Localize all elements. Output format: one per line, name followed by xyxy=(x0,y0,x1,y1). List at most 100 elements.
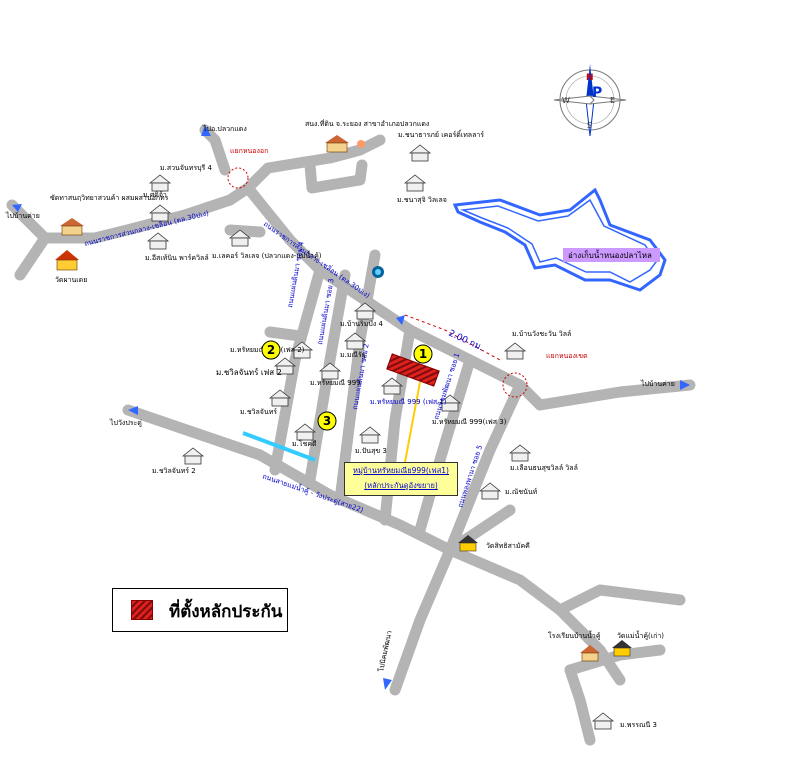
house-icon xyxy=(228,229,252,247)
compass-east: E xyxy=(610,96,615,105)
place-lake-view: ม.เลคอร์ วิลเลจ (ปลวกแดง-แม่น้ำคู้) xyxy=(212,249,322,260)
land-office-icon xyxy=(325,135,365,153)
road-label-to-bankai: ไปบ้านค่าย xyxy=(5,211,40,220)
place-harmony-999: ม.หรัหยมณี 999 xyxy=(310,379,361,387)
marker-3-label: 3 xyxy=(323,414,331,428)
road-label-to-pluak-daeng: ไปอ.ปลวกแดง xyxy=(202,124,247,133)
road-east-vertical xyxy=(444,379,526,556)
house-icon xyxy=(148,204,172,222)
svg-text:P: P xyxy=(592,85,602,101)
road-label-to-wangprachu: ไปวังประดู่ xyxy=(109,418,142,427)
house-icon xyxy=(343,332,367,350)
road-label-soi-1: ถนนแผ่นดินมา ซอย 4 xyxy=(286,240,306,308)
place-land-office: สนง.ที่ดิน จ.ระยอง สาขาอำเภอปลวกแดง xyxy=(305,119,429,128)
house-icon xyxy=(293,423,317,441)
road-soi-1 xyxy=(269,264,326,476)
house-icon xyxy=(403,174,427,192)
road-diagonal xyxy=(242,182,696,411)
house-icon xyxy=(273,357,297,375)
house-icon xyxy=(438,394,462,412)
distance-line xyxy=(404,314,501,361)
place-ban-rim-bueng: ม.บ้านริมบึง 4 xyxy=(340,319,383,328)
road-soi-block xyxy=(304,159,368,194)
place-sadet: ม.ศดิจ้า xyxy=(143,191,167,199)
place-chawin-2: ม.ชวิลจันทร์ เฟส 2 xyxy=(216,367,282,377)
compass-rose: N S E W P xyxy=(553,64,627,137)
house-icon xyxy=(290,341,314,359)
place-chotchuang: ม.โชคดี xyxy=(292,439,317,448)
numbered-markers: 1 2 3 xyxy=(261,340,433,431)
place-wat-mae-nam: วัดแม่น้ำคู้(เก่า) xyxy=(617,629,664,640)
house-icon xyxy=(268,389,292,407)
house-icon xyxy=(353,302,377,320)
compass-south: S xyxy=(587,121,592,130)
junction-marker-2 xyxy=(502,372,528,398)
landmark-icons xyxy=(55,135,632,662)
house-icon xyxy=(181,447,205,465)
place-hospital: ซัดทาสนฤวิทยาสวนค้า ผสมผสานอกทร xyxy=(50,194,169,202)
callout-line-1: หมู่บ้านหรัหยมณีย999(เฟส1) xyxy=(353,466,449,475)
place-ban-wang: ม.บ้านวังชะวัน วิลล์ xyxy=(512,330,571,338)
road-label-to-nikhom: ไปนิคมพัฒนา xyxy=(376,630,394,674)
gas-station-icon xyxy=(372,266,384,278)
collateral-site xyxy=(386,353,440,387)
place-temple-left: วัดผานเดย xyxy=(55,276,87,284)
road-label-main-north: ถนนราชการส่วนกลาง-เชลิ่อน (ตล.30ปเง) xyxy=(83,208,210,248)
marker-1 xyxy=(413,344,433,364)
road-west-left xyxy=(14,232,51,281)
road-arrows xyxy=(12,125,690,690)
road-west-stub xyxy=(224,224,266,238)
house-icon xyxy=(478,482,502,500)
house-icon xyxy=(503,342,527,360)
place-chawin-west: ม.ชวิลจันทร์ 2 xyxy=(152,467,196,475)
place-harmony-3: ม.หรัหยมณี 999(เฟส 3) xyxy=(432,418,507,426)
road-south-loop xyxy=(554,584,686,616)
house-icons xyxy=(146,144,615,730)
wat-sitthi-icon xyxy=(458,535,478,552)
road-main-north xyxy=(6,134,386,244)
house-icon xyxy=(508,444,532,462)
map-legend: ที่ตั้งหลักประกัน xyxy=(112,588,288,632)
road-southeast xyxy=(389,504,516,696)
reservoir-label: อ่างเก็บน้ำหนองปลาไหล xyxy=(568,249,652,260)
compass-west: W xyxy=(562,96,570,105)
house-icon xyxy=(380,377,404,395)
marker-2-label: 2 xyxy=(267,343,275,357)
junction-label-2: แยกหนองเขต xyxy=(546,352,588,360)
school-icon xyxy=(580,645,600,662)
house-icon xyxy=(318,362,342,380)
place-charoen-ville: ม.ชนาธารภย์ เคอร์ดิ์เทลลาร์ xyxy=(398,129,484,139)
place-lake-ville: ม.เลือนธนสุขวิลล์ วิลล์ xyxy=(510,464,578,472)
place-wat-sitthi: วัดสิทธิสามัคคี xyxy=(486,542,530,550)
place-school: โรงเรียนบ้านน้ำคู้ xyxy=(548,629,601,640)
canal-strip xyxy=(242,431,316,462)
junction-marker-1 xyxy=(227,167,249,189)
road-south-end xyxy=(564,664,596,746)
place-nattanan: ม.ณัชนันท์ xyxy=(505,488,538,496)
junction-label-1: แยกหนองอก xyxy=(230,147,268,155)
callout-leader xyxy=(404,381,421,463)
house-icon xyxy=(591,712,615,730)
hospital-icon xyxy=(60,218,84,236)
reservoir xyxy=(452,187,667,292)
place-pantasuk: ม.ปันสุข 3 xyxy=(355,447,387,455)
house-icon xyxy=(408,144,432,162)
reservoir-label-bg xyxy=(563,248,660,262)
place-manirat: ม.มณีรัฐ xyxy=(340,351,366,359)
legend-collateral-swatch xyxy=(131,600,153,620)
collateral-callout: หมู่บ้านหรัหยมณีย999(เฟส1) (หลักประกันดู… xyxy=(344,462,458,496)
house-icon xyxy=(358,426,382,444)
road-soi-5 xyxy=(414,354,476,536)
temple-icon xyxy=(55,250,79,271)
wat-mae-nam-icon xyxy=(612,640,632,657)
road-label-to-bankai-east: ไปบ้านค่าย xyxy=(640,379,675,388)
callout-line-2: (หลักประกันดูอังขยาย) xyxy=(364,481,438,490)
place-ekkamai: ม.อีสเท้นิน พาร์ควิลล์ xyxy=(145,254,209,262)
marker-1-label: 1 xyxy=(419,347,427,361)
marker-3 xyxy=(317,411,337,431)
road-soi-2 xyxy=(304,269,351,486)
place-suan-charoen: ม.สวนจันทรบุรี 4 xyxy=(160,164,213,172)
place-harmony-1: ม.หรัหยมณี 999 (เฟส 1) xyxy=(370,398,447,406)
place-pornnee: ม.พรรณนี 3 xyxy=(620,721,657,729)
